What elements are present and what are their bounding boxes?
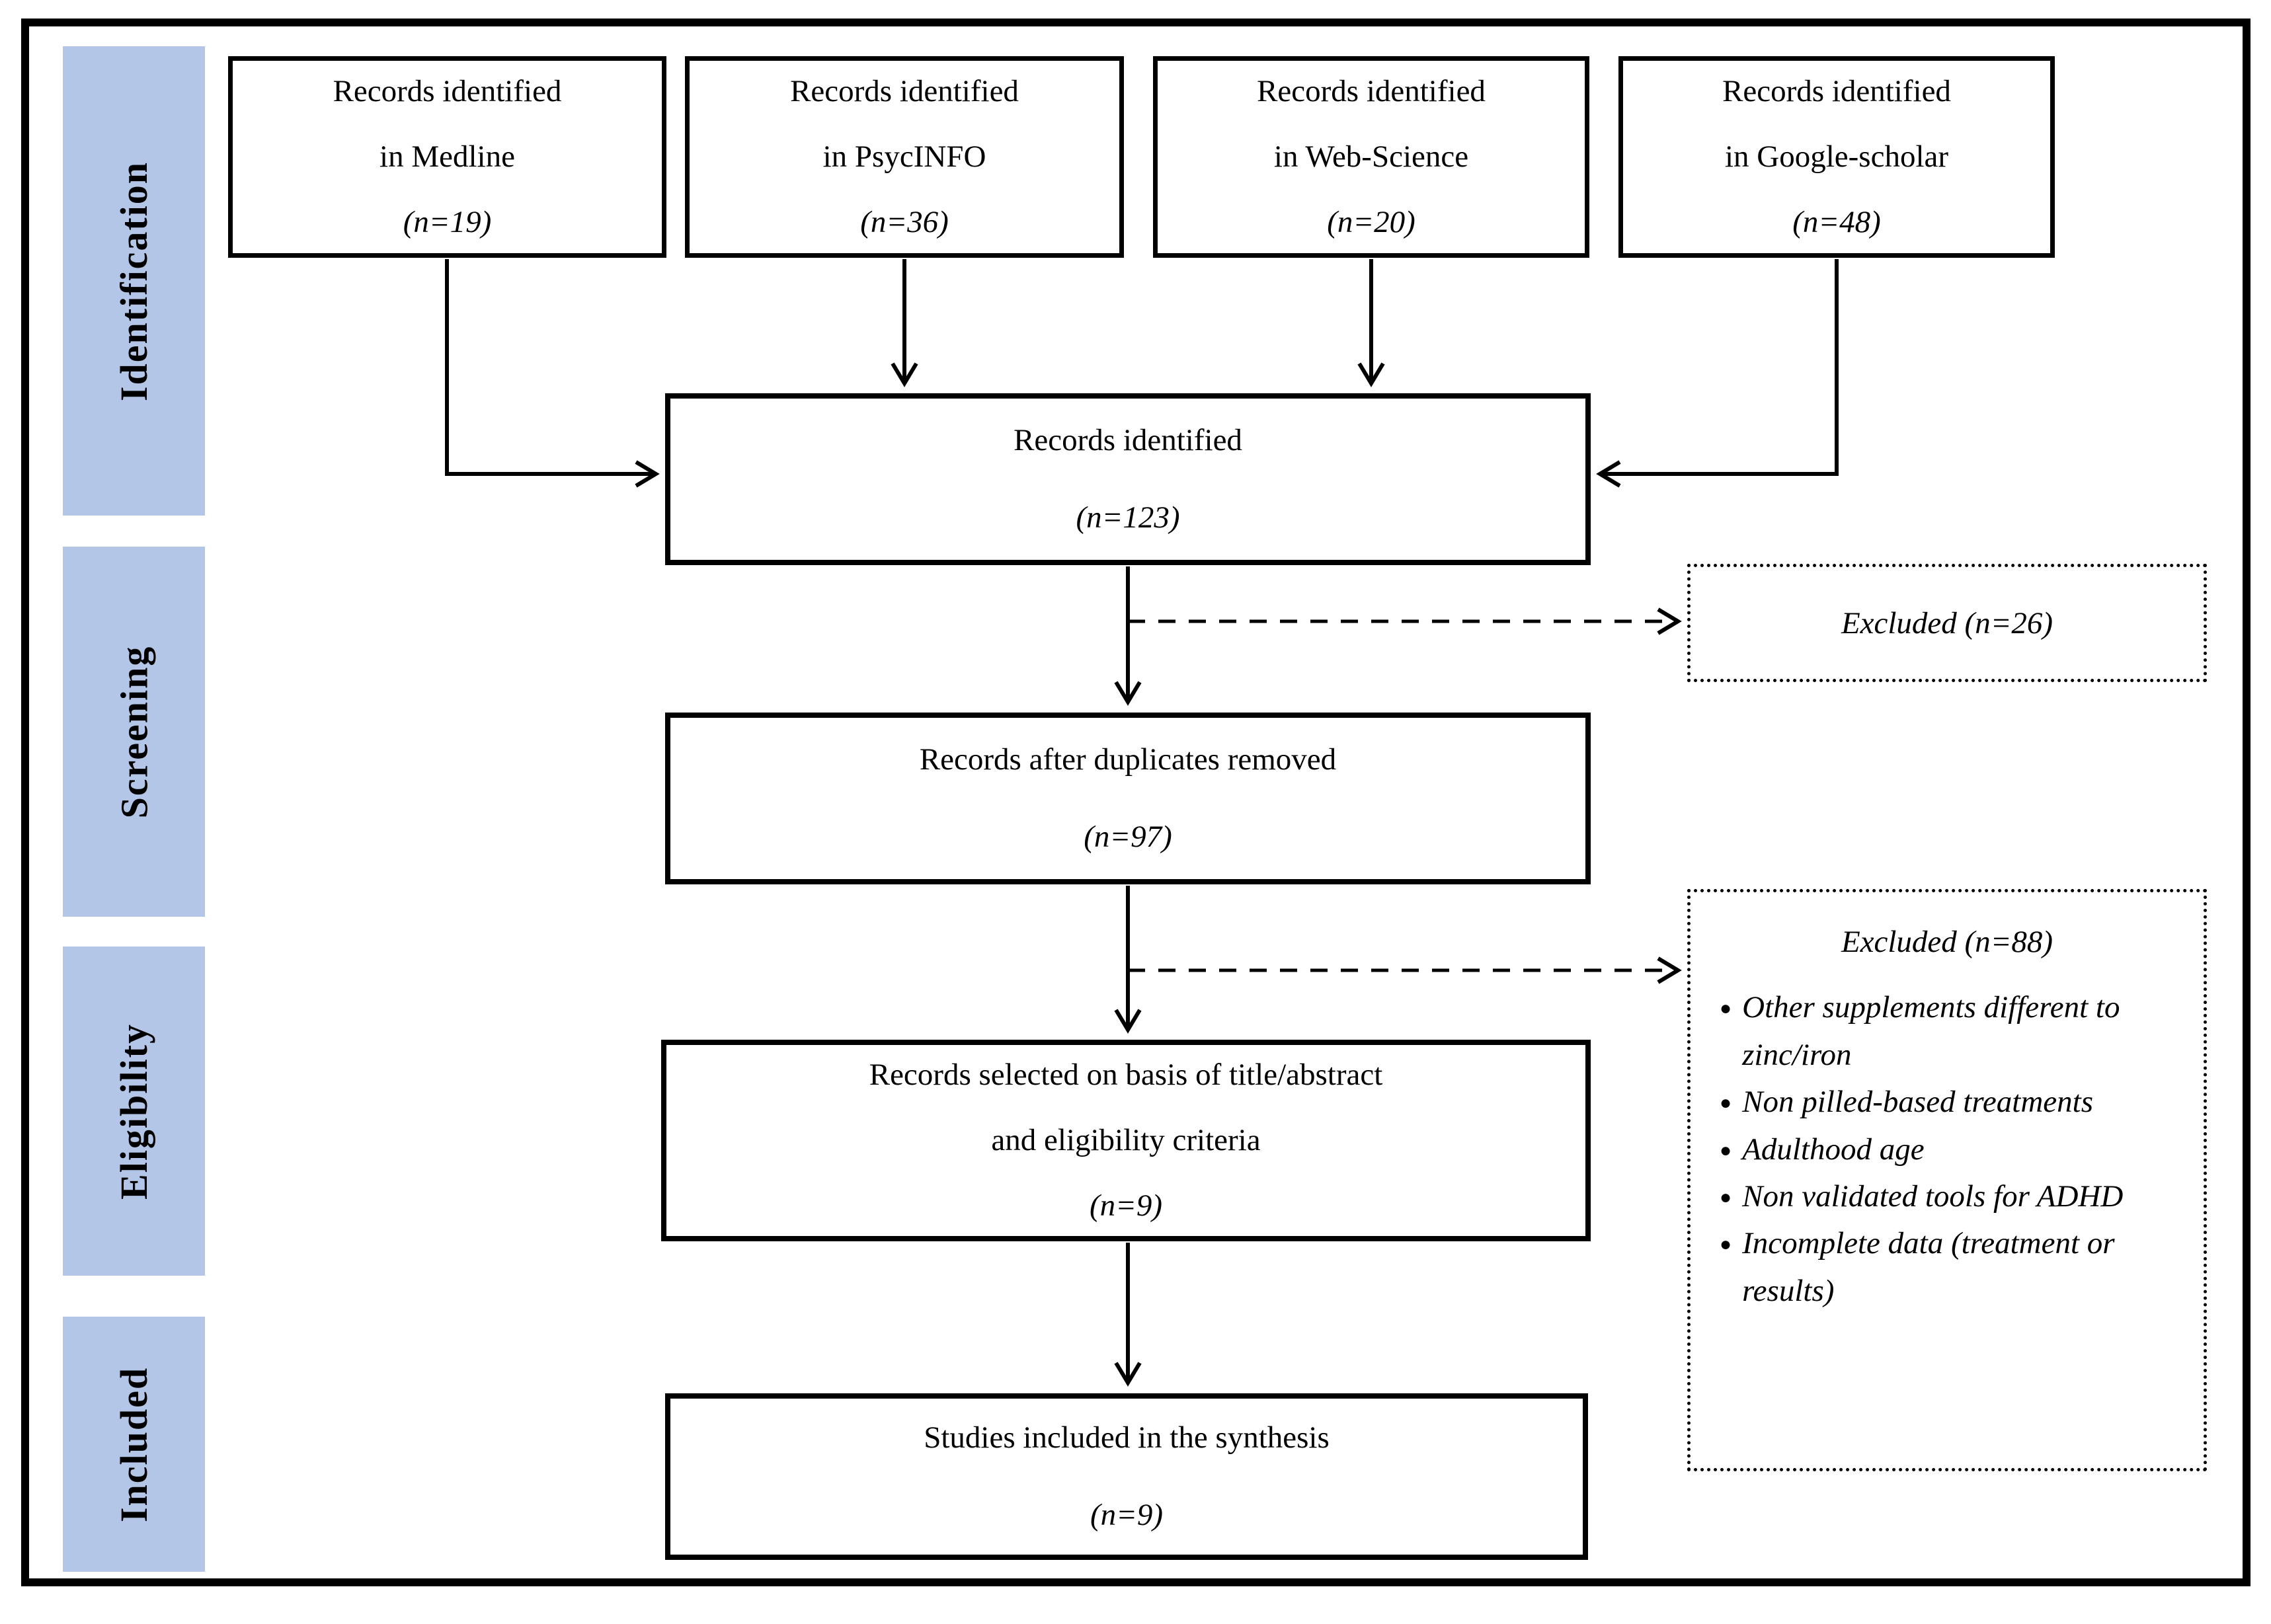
box-count: (n=36) xyxy=(860,204,949,239)
source-box-google-scholar: Records identified in Google-scholar (n=… xyxy=(1618,56,2055,258)
box-line: Records selected on basis of title/abstr… xyxy=(869,1058,1383,1093)
stage-label-screening: Screening xyxy=(112,645,155,818)
synthesis-included-box: Studies included in the synthesis (n=9) xyxy=(665,1393,1588,1560)
box-count: (n=97) xyxy=(1084,820,1172,854)
box-count: (n=9) xyxy=(1090,1498,1164,1532)
box-count: (n=48) xyxy=(1792,204,1881,239)
box-line: Records identified xyxy=(1722,74,1951,109)
stage-label-identification: Identification xyxy=(112,161,155,401)
box-line: and eligibility criteria xyxy=(991,1123,1261,1158)
bullet-icon: ● xyxy=(1720,1186,1732,1208)
excluded-label: Excluded (n=88) xyxy=(1841,925,2053,959)
box-line: Records identified xyxy=(1014,422,1242,457)
excluded-screening-box: Excluded (n=26) xyxy=(1687,564,2207,682)
list-item: ●Other supplements different to zinc/iro… xyxy=(1720,990,2120,1072)
box-line: Records after duplicates removed xyxy=(919,742,1337,777)
source-box-medline: Records identified in Medline (n=19) xyxy=(228,56,666,258)
box-line: Records identified xyxy=(1257,74,1486,109)
bullet-icon: ● xyxy=(1720,1092,1732,1114)
source-box-psycinfo: Records identified in PsycINFO (n=36) xyxy=(685,56,1124,258)
excluded-reasons-list: ●Other supplements different to zinc/iro… xyxy=(1691,984,2204,1315)
source-box-web-science: Records identified in Web-Science (n=20) xyxy=(1153,56,1589,258)
excluded-label: Excluded (n=26) xyxy=(1841,605,2053,640)
stage-band-included: Included xyxy=(63,1317,205,1572)
list-item: ●Non pilled-based treatments xyxy=(1720,1085,2093,1120)
stage-label-included: Included xyxy=(112,1366,156,1522)
bullet-icon: ● xyxy=(1720,997,1732,1020)
bullet-icon: ● xyxy=(1720,1233,1732,1256)
records-identified-box: Records identified (n=123) xyxy=(665,393,1591,565)
box-line: in PsycINFO xyxy=(822,139,986,174)
box-line: Studies included in the synthesis xyxy=(924,1420,1330,1455)
list-item: ●Incomplete data (treatment or results) xyxy=(1720,1226,2115,1308)
figure-border xyxy=(21,19,2251,1586)
list-item: ●Non validated tools for ADHD xyxy=(1720,1179,2124,1214)
excluded-eligibility-box: Excluded (n=88) ●Other supplements diffe… xyxy=(1687,889,2207,1471)
box-line: in Web-Science xyxy=(1273,139,1469,174)
stage-band-eligibility: Eligibility xyxy=(63,947,205,1276)
stage-band-identification: Identification xyxy=(63,46,205,516)
bullet-icon: ● xyxy=(1720,1139,1732,1161)
box-line: in Google-scholar xyxy=(1724,139,1949,174)
title-abstract-selection-box: Records selected on basis of title/abstr… xyxy=(661,1040,1591,1241)
stage-label-eligibility: Eligibility xyxy=(112,1023,156,1200)
box-line: Records identified xyxy=(333,74,562,109)
duplicates-removed-box: Records after duplicates removed (n=97) xyxy=(665,713,1591,884)
box-line: in Medline xyxy=(379,139,515,174)
box-count: (n=9) xyxy=(1089,1188,1163,1223)
box-count: (n=19) xyxy=(403,204,492,239)
box-count: (n=20) xyxy=(1327,204,1415,239)
stage-band-screening: Screening xyxy=(63,547,205,917)
box-count: (n=123) xyxy=(1076,500,1180,535)
list-item: ●Adulthood age xyxy=(1720,1132,1925,1167)
box-line: Records identified xyxy=(790,74,1019,109)
